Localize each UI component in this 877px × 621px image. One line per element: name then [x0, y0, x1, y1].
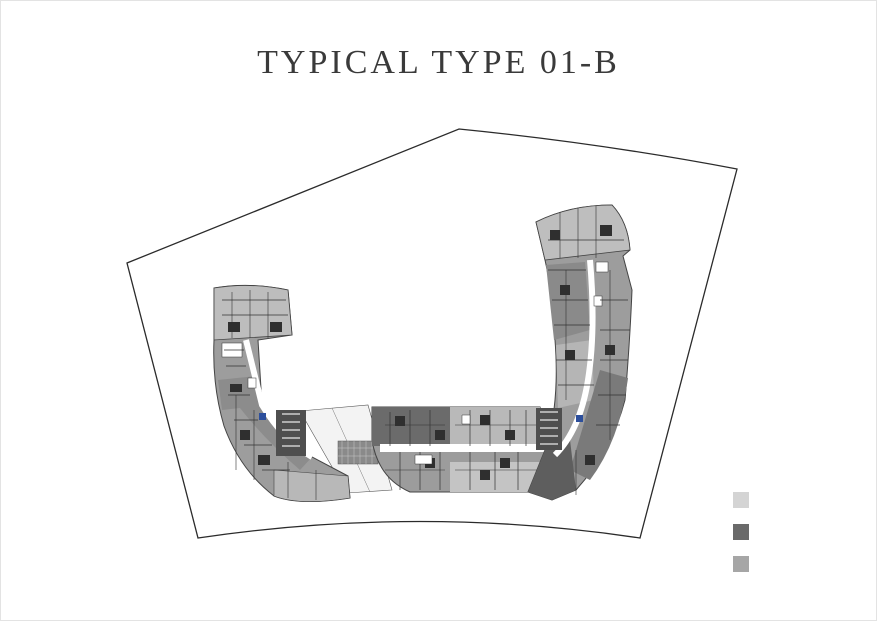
legend-swatch: [733, 524, 749, 540]
middle-wing: [371, 406, 553, 493]
right-wing: [527, 204, 633, 501]
page-title: TYPICAL TYPE 01-B: [257, 44, 620, 81]
legend-swatch: [733, 492, 749, 508]
left-wing: [213, 284, 351, 503]
legend-item: [733, 556, 793, 580]
legend-swatch: [733, 556, 749, 572]
legend-label: [733, 511, 793, 516]
legend-item: [733, 492, 793, 516]
legend-label: [733, 543, 793, 548]
site-boundary: [126, 128, 738, 539]
legend: [733, 492, 793, 588]
courtyard-grid: [337, 440, 379, 465]
legend-item: [733, 524, 793, 548]
legend-label: [733, 575, 793, 580]
